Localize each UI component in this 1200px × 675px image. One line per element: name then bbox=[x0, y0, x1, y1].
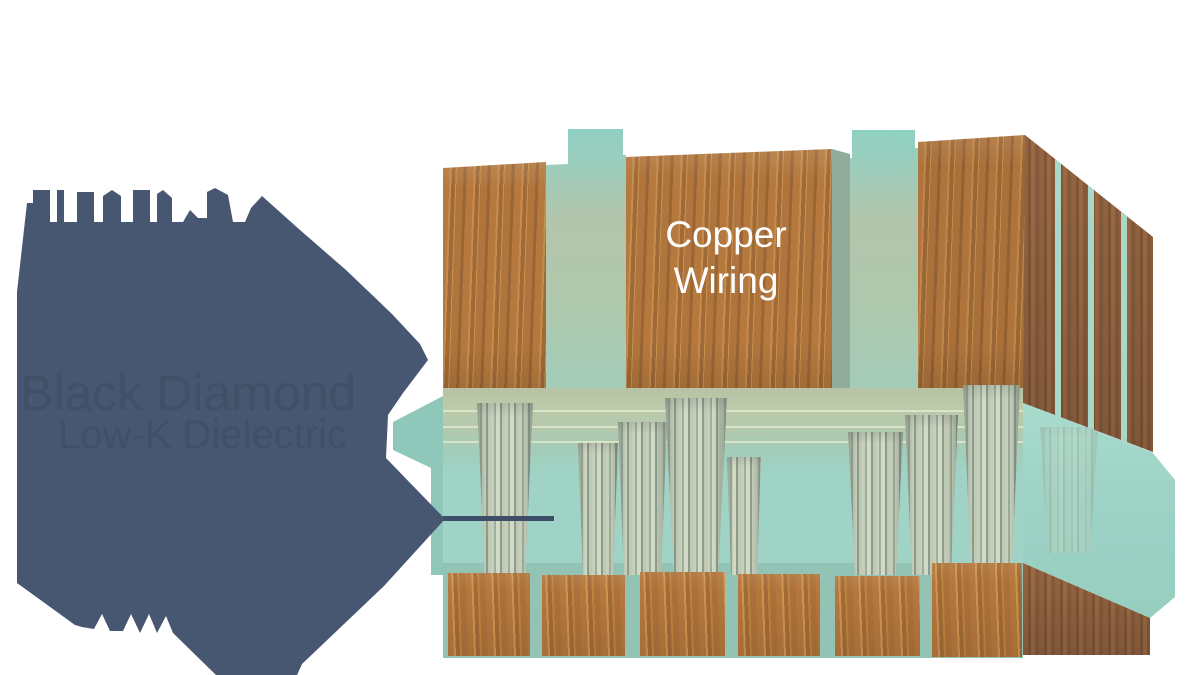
via-cone bbox=[905, 415, 958, 575]
annotation-blob bbox=[17, 188, 445, 675]
via-cone bbox=[665, 398, 727, 578]
copper-block-bottom-4 bbox=[738, 574, 820, 656]
low-k-dielectric-label: Low-K Dielectric bbox=[58, 413, 347, 457]
copper-block-top-right bbox=[918, 135, 1025, 395]
copper-wiring-label-line1: Copper bbox=[665, 214, 787, 255]
via-cone bbox=[477, 403, 533, 577]
dielectric-edge-line bbox=[443, 441, 1023, 443]
copper-block-top-left bbox=[443, 162, 546, 392]
dielectric-column-left bbox=[546, 129, 626, 390]
copper-block-bottom-3 bbox=[640, 572, 725, 656]
bottom-row-dielectric-backdrop bbox=[443, 563, 1023, 658]
copper-block-bottom-1 bbox=[448, 573, 530, 656]
copper-block-bottom-2 bbox=[542, 575, 625, 656]
via-cone bbox=[578, 443, 618, 575]
dielectric-edge-line bbox=[443, 426, 1023, 428]
dielectric-edge-line bbox=[443, 410, 1023, 412]
dielectric-column-right bbox=[850, 130, 918, 390]
leader-line bbox=[443, 516, 554, 521]
via-cone-ghost bbox=[1040, 427, 1098, 553]
copper-block-top-center bbox=[626, 149, 832, 392]
copper-block-center-side-edge bbox=[832, 149, 850, 392]
copper-block-bottom-5 bbox=[835, 576, 920, 656]
copper-wiring-label: Copper Wiring bbox=[620, 212, 832, 304]
via-cone bbox=[618, 422, 667, 575]
via-cone bbox=[963, 385, 1020, 565]
via-cone bbox=[727, 457, 761, 575]
dielectric-gap-strip bbox=[1055, 135, 1061, 452]
copper-wiring-label-line2: Wiring bbox=[673, 260, 779, 301]
dielectric-gap-strip bbox=[1121, 135, 1127, 452]
black-diamond-label: Black Diamond bbox=[20, 365, 356, 421]
via-cone bbox=[848, 432, 903, 575]
copper-block-bottom-6 bbox=[932, 563, 1022, 657]
dielectric-gap-strip bbox=[1088, 135, 1094, 452]
